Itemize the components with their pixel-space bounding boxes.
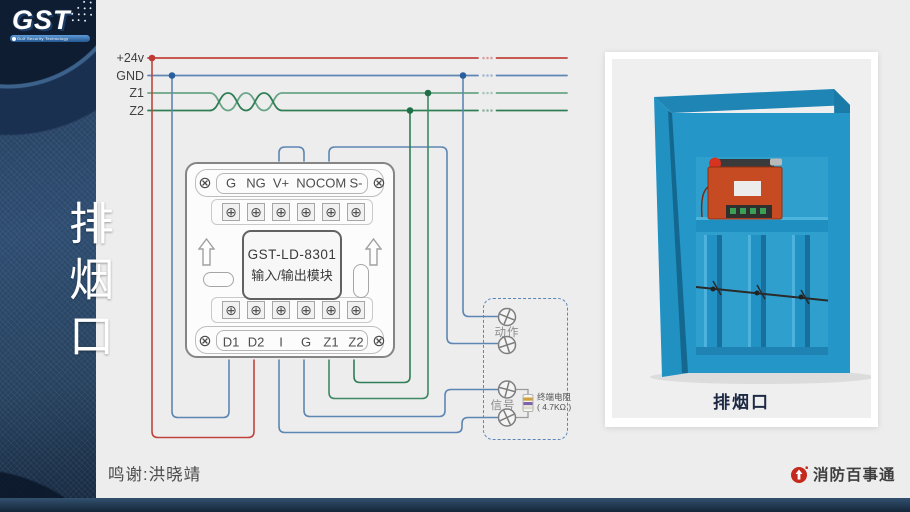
module-nameplate: GST-LD-8301 输入/输出模块	[242, 230, 342, 300]
brand-name: 消防百事通	[813, 467, 896, 484]
resistor-value: ( 4.7KΩ )	[537, 402, 572, 412]
module-gst-ld-8301: ⊗ ⊗ ⊗ ⊗ G NG V+ NO COM S- ⊕ ⊕ ⊕ ⊕ ⊕ ⊕ ⊕ …	[185, 162, 395, 358]
screw-terminal-icon: ⊕	[322, 301, 340, 319]
terminal-label-no: NO	[296, 175, 316, 191]
device-terminal-box	[483, 298, 568, 440]
screw-terminal-icon: ⊕	[297, 301, 315, 319]
module-slot-horizontal	[203, 272, 234, 287]
up-arrow-icon	[198, 238, 215, 266]
corner-screw-icon: ⊗	[198, 175, 212, 192]
fire-brand-icon	[791, 465, 809, 483]
gst-logo: GST • • •• • • •• • •• • Gulf Security T…	[8, 0, 100, 47]
gst-logo-text: GST	[12, 5, 71, 35]
screw-terminal-icon: ⊕	[247, 203, 265, 221]
bus-label-24v: +24v	[116, 51, 144, 65]
bottom-bar	[0, 498, 910, 512]
screw-terminal-icon: ⊕	[322, 203, 340, 221]
credit-text: 鸣谢:洪晓靖	[108, 466, 202, 484]
screw-terminal-icon: ⊕	[222, 203, 240, 221]
terminal-label-g2: G	[300, 334, 312, 350]
smoke-vent-illustration	[650, 89, 874, 384]
terminal-label-com: COM	[315, 175, 347, 191]
terminal-label-z1: Z1	[323, 334, 339, 350]
terminal-label-ng: NG	[246, 175, 266, 191]
screw-terminal-icon: ⊕	[272, 301, 290, 319]
terminal-label-vplus: V+	[272, 175, 290, 191]
brand-logo: 消防百事通	[790, 463, 896, 485]
bus-label-z2: Z2	[129, 103, 144, 118]
bus-label-gnd: GND	[116, 68, 144, 83]
action-label: 动作	[494, 327, 520, 339]
corner-screw-icon: ⊗	[198, 333, 212, 350]
product-photo: 排烟口	[612, 59, 874, 418]
screw-terminal-icon: ⊕	[272, 203, 290, 221]
photo-caption: 排烟口	[713, 393, 770, 412]
terminal-label-i: I	[279, 334, 283, 350]
terminal-label-sminus: S-	[349, 175, 363, 191]
bus-label-z1: Z1	[129, 86, 144, 100]
up-arrow-icon	[365, 238, 382, 266]
screw-terminal-icon: ⊕	[247, 301, 265, 319]
corner-screw-icon: ⊗	[372, 333, 386, 350]
product-photo-card: 排烟口	[605, 52, 878, 427]
sidebar	[0, 0, 96, 512]
module-model: GST-LD-8301	[247, 246, 337, 262]
module-slot-vertical	[353, 264, 369, 298]
screw-terminal-icon: ⊕	[297, 203, 315, 221]
gst-logo-tagline: Gulf Security Technology	[10, 35, 90, 42]
screw-terminal-icon: ⊕	[347, 301, 365, 319]
module-name: 输入/输出模块	[251, 267, 333, 283]
terminal-label-d2: D2	[247, 334, 265, 350]
logo-burst-icon: • • •• • • •• • •• •	[69, 0, 97, 25]
corner-screw-icon: ⊗	[372, 175, 386, 192]
sidebar-vertical-title: 排烟口	[62, 200, 113, 368]
signal-label: 信号	[490, 400, 516, 412]
screw-terminal-icon: ⊕	[347, 203, 365, 221]
terminal-label-z2: Z2	[348, 334, 364, 350]
terminal-label-g: G	[225, 175, 237, 191]
resistor-name: 终端电阻	[537, 392, 572, 402]
screw-terminal-icon: ⊕	[222, 301, 240, 319]
terminal-label-d1: D1	[222, 334, 240, 350]
